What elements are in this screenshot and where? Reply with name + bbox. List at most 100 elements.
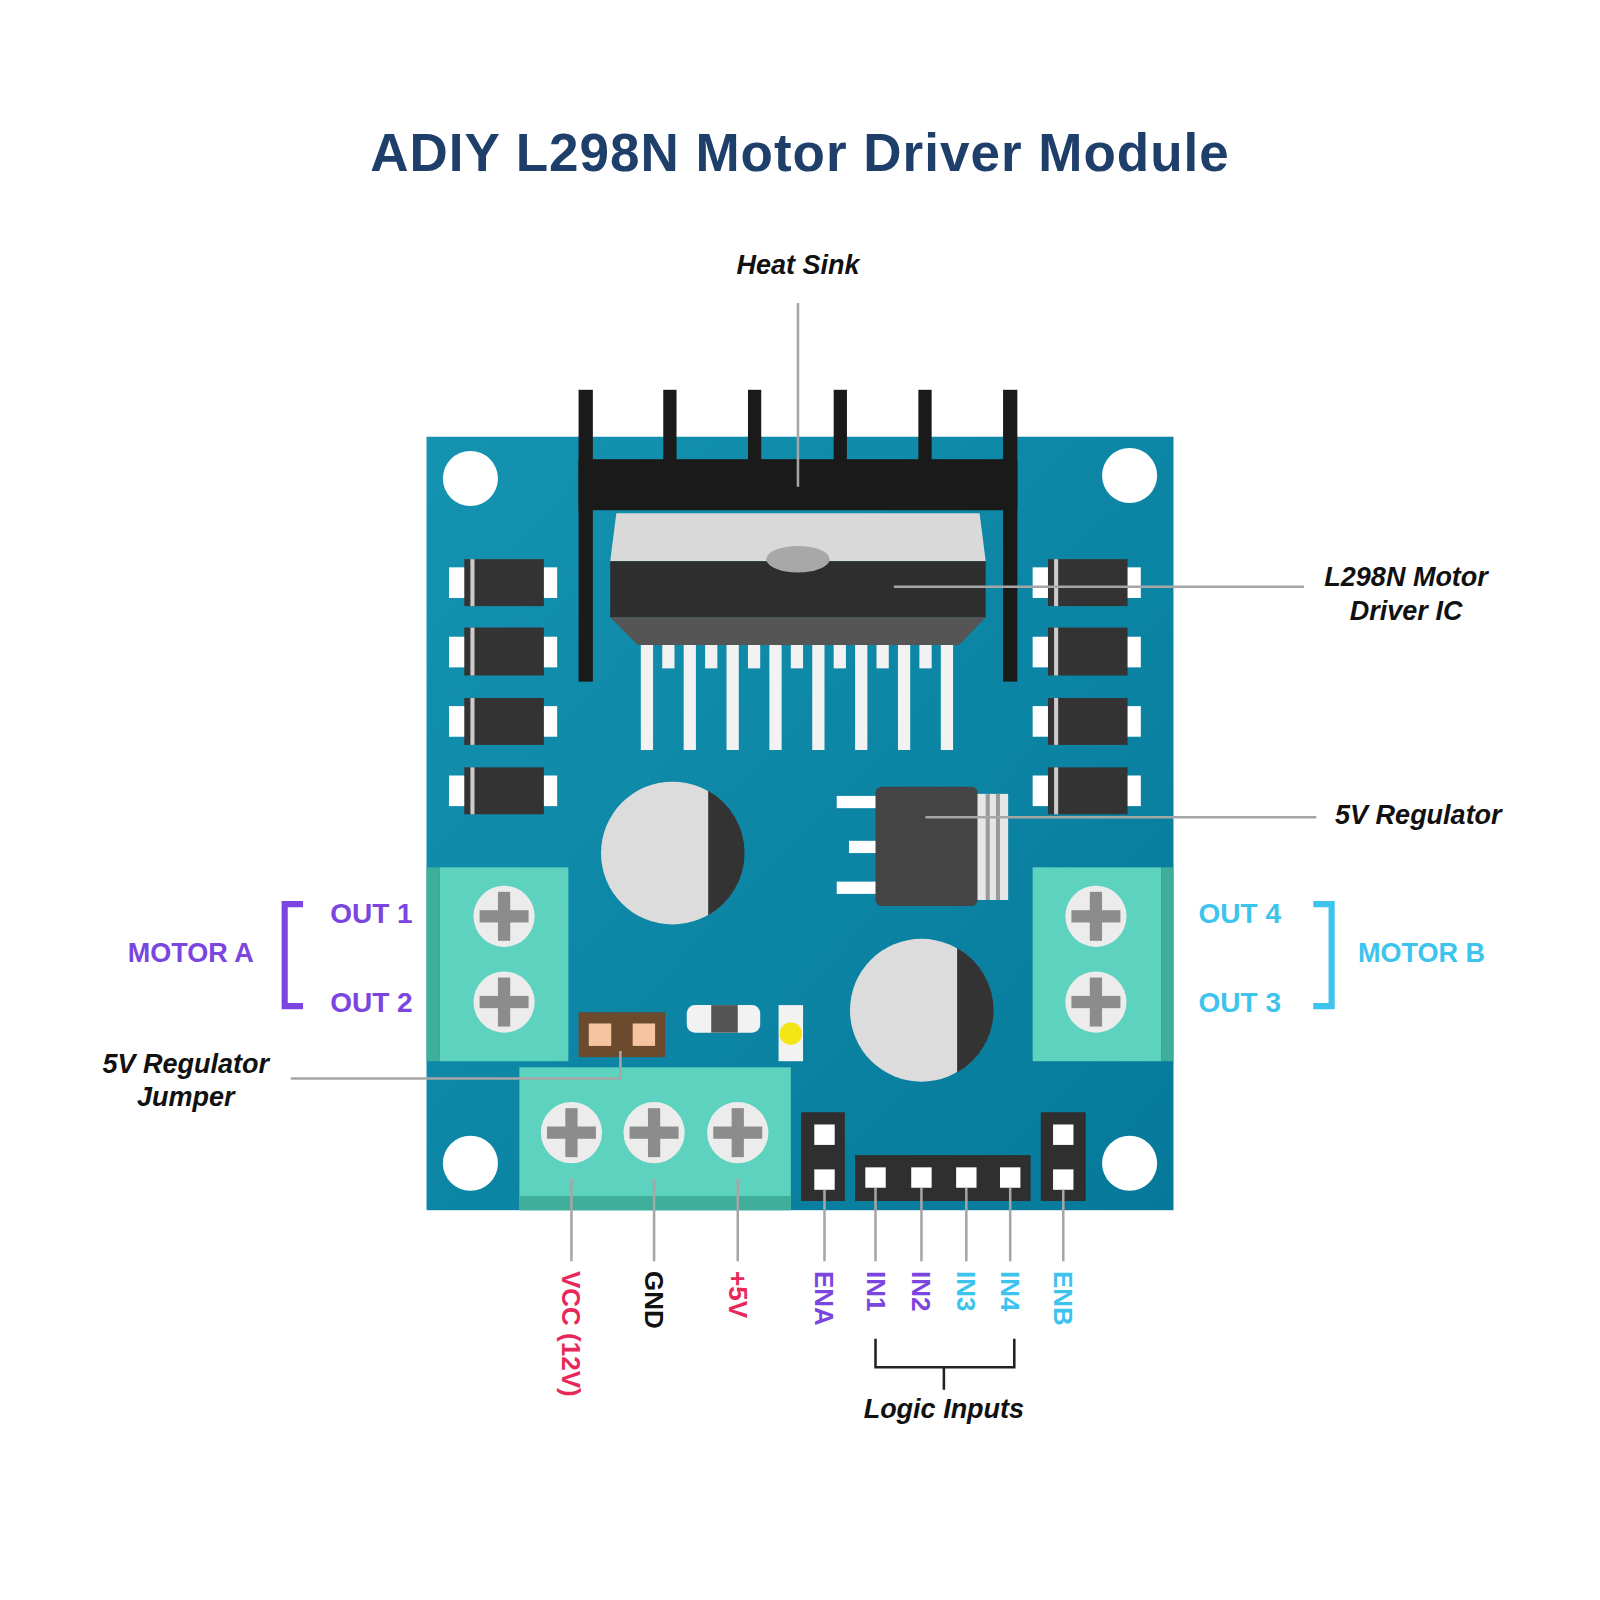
capacitor-part xyxy=(708,791,744,915)
diode-part xyxy=(470,628,474,676)
terminal-screw-part xyxy=(473,886,534,947)
diode-part xyxy=(1048,767,1128,814)
terminal-screw-part xyxy=(480,996,529,1008)
pin-label: IN4 xyxy=(994,1271,1027,1311)
diode-part xyxy=(1054,628,1058,676)
voltage-regulator-part xyxy=(978,794,1009,900)
smd-resistor xyxy=(687,1005,760,1033)
pin-header-part xyxy=(1000,1167,1020,1187)
regulator-jumper-part xyxy=(579,1012,666,1057)
voltage-regulator-part xyxy=(986,794,990,900)
capacitor-part xyxy=(850,939,993,1082)
motor-bracket xyxy=(285,904,1332,1006)
diode-part xyxy=(1054,767,1058,814)
motor-label: MOTOR B xyxy=(1358,937,1485,971)
pin-header-part xyxy=(855,1155,1031,1201)
pin-label: VCC (12V) xyxy=(555,1271,588,1397)
driver-ic-part xyxy=(766,546,829,573)
part-label: 5V Regulator Jumper xyxy=(83,1048,288,1116)
pin-label: ENA xyxy=(808,1271,841,1326)
terminal-screw-part xyxy=(547,1127,596,1139)
diode-part xyxy=(1054,698,1058,745)
driver-ic-pins-part xyxy=(855,633,867,750)
pin-header-part xyxy=(1053,1169,1073,1189)
part-label: Heat Sink xyxy=(736,249,859,283)
pin-label: IN1 xyxy=(859,1271,892,1311)
diode-part xyxy=(1048,628,1128,676)
terminal-screw-part xyxy=(473,971,534,1032)
group-label: Logic Inputs xyxy=(864,1393,1024,1427)
motor-bracket-part xyxy=(1313,904,1331,1006)
driver-ic xyxy=(610,513,986,645)
smd-resistor-part xyxy=(687,1005,760,1033)
terminal-screw-part xyxy=(713,1127,762,1139)
pin-header-part xyxy=(911,1167,931,1187)
pin-label: GND xyxy=(638,1271,671,1329)
regulator-jumper-part xyxy=(589,1023,611,1045)
leader-line-part xyxy=(653,1179,656,1262)
terminal-screw xyxy=(473,886,1126,1164)
diode-part xyxy=(464,767,544,814)
leader-line-part xyxy=(926,816,1317,819)
leader-line-part xyxy=(1062,1190,1065,1261)
pin-label: IN2 xyxy=(905,1271,938,1311)
power-led xyxy=(779,1005,803,1061)
driver-ic-pins xyxy=(641,633,953,750)
driver-ic-pins-part xyxy=(941,633,953,750)
voltage-regulator-part xyxy=(996,794,1000,900)
terminal-label: OUT 4 xyxy=(1199,896,1281,931)
pin-header-part xyxy=(865,1167,885,1187)
leader-line-part xyxy=(823,1190,826,1261)
diode-part xyxy=(464,559,544,606)
terminal-screw-part xyxy=(623,1102,684,1163)
mounting-hole-part xyxy=(443,1136,498,1191)
capacitor-part xyxy=(601,782,744,925)
pcb-board-part xyxy=(427,437,1174,1210)
voltage-regulator-part xyxy=(876,787,978,906)
pin-header-part xyxy=(956,1167,976,1187)
heat-sink-part xyxy=(748,390,761,472)
leader-line xyxy=(291,303,1317,1261)
diagram-title: ADIY L298N Motor Driver Module xyxy=(370,120,1230,186)
terminal-screw-part xyxy=(1071,996,1120,1008)
leader-line-part xyxy=(874,1188,877,1261)
leader-line-part xyxy=(797,303,800,487)
voltage-regulator-part xyxy=(837,882,878,894)
pcb-board xyxy=(427,437,1174,1210)
terminal-screw-part xyxy=(1071,910,1120,922)
regulator-jumper-part xyxy=(633,1023,655,1045)
voltage-regulator-part xyxy=(837,796,878,808)
heat-sink-part xyxy=(918,390,931,472)
driver-ic-pins-part xyxy=(684,633,696,750)
diode-part xyxy=(1048,559,1128,606)
voltage-regulator xyxy=(837,787,1008,906)
motor-label: MOTOR A xyxy=(128,937,254,971)
capacitor-part xyxy=(957,948,993,1072)
leader-line-part xyxy=(965,1188,968,1261)
pin-header-part xyxy=(814,1169,834,1189)
pin-label: ENB xyxy=(1047,1271,1080,1326)
mounting-hole-part xyxy=(443,451,498,506)
pin-header-part xyxy=(1053,1124,1073,1144)
leader-line-part xyxy=(291,1051,621,1079)
driver-ic-pins-part xyxy=(727,633,739,750)
voltage-regulator-part xyxy=(849,841,878,853)
heat-sink-part xyxy=(834,390,847,472)
diode-part xyxy=(1054,559,1058,606)
logic-inputs-bracket-part xyxy=(943,1367,946,1389)
driver-ic-pins-part xyxy=(769,633,781,750)
smd-resistor-part xyxy=(711,1005,738,1033)
diode-part xyxy=(464,698,544,745)
terminal-screw-part xyxy=(480,910,529,922)
terminal-block-part xyxy=(1161,867,1173,1061)
logic-inputs-bracket-part xyxy=(876,1339,1015,1368)
part-label: L298N Motor Driver IC xyxy=(1286,561,1526,629)
leader-line-part xyxy=(736,1179,739,1262)
diode-part xyxy=(470,767,474,814)
pin-label: IN3 xyxy=(950,1271,983,1311)
diode-part xyxy=(470,559,474,606)
driver-ic-pins-part xyxy=(898,633,910,750)
